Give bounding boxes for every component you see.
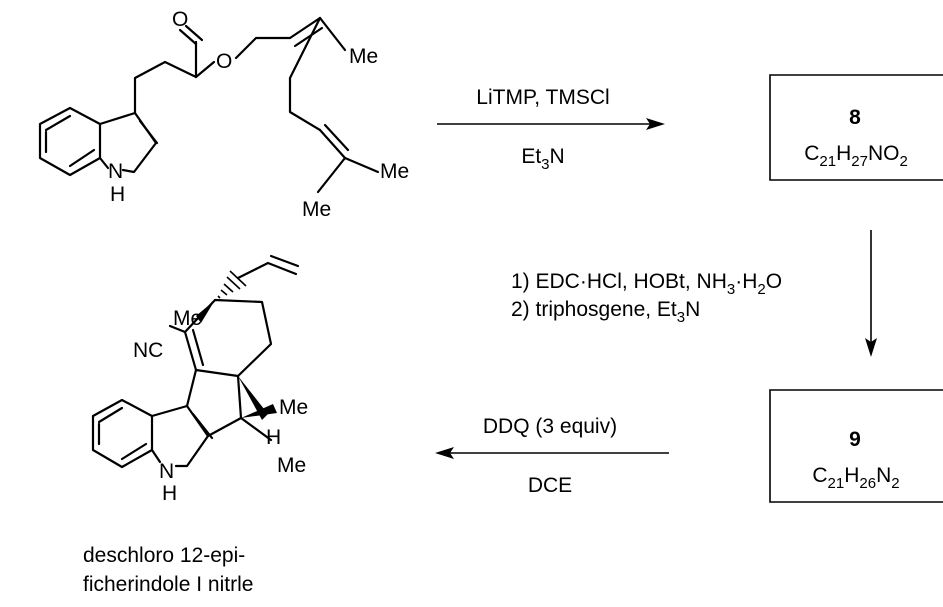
step3-reagent-top: DDQ (3 equiv): [483, 415, 617, 438]
vinyl-hash-wedge: [217, 270, 247, 299]
sm-methyl-upper: Me: [349, 45, 378, 68]
product-methyl-upper: Me: [279, 396, 308, 419]
product-indole-nitrogen: N: [159, 460, 174, 483]
step2-reagent-line1: 1) EDC·HCl, HOBt, NH3·H2O: [511, 270, 782, 298]
step2-arrow: [865, 230, 877, 357]
compound8-box: [769, 74, 943, 181]
compound8-formula: C21H27NO2: [804, 142, 908, 170]
sm-methyl-lower: Me: [302, 198, 331, 221]
product-name-line1: deschloro 12-epi-: [83, 544, 245, 567]
step1-reagent-bottom: Et3N: [521, 145, 564, 173]
step1-reagent-top: LiTMP, TMSCl: [476, 86, 609, 109]
compound9-formula: C21H26N2: [812, 464, 899, 492]
product-ring-hydrogen: H: [266, 426, 281, 449]
product-methyl-top: Me: [173, 307, 202, 330]
product-name-line2: ficherindole I nitrle: [83, 573, 253, 596]
sm-carbonyl-oxygen: O: [172, 8, 188, 31]
compound9-box: [769, 389, 943, 503]
starting-material-structure: [38, 16, 380, 194]
compound9-label: 9: [849, 428, 861, 451]
product-methyl-lower: Me: [277, 454, 306, 477]
product-indole-hydrogen: H: [162, 482, 177, 505]
compound8-label: 8: [849, 106, 861, 129]
sm-indole-nitrogen: N: [108, 160, 123, 183]
sm-indole-hydrogen: H: [110, 183, 125, 206]
product-structure: [91, 254, 300, 469]
step1-arrow: [437, 118, 665, 130]
product-nitrile: NC: [133, 339, 163, 362]
sm-ester-oxygen: O: [216, 50, 232, 73]
step3-reagent-bottom: DCE: [528, 474, 572, 497]
step2-reagent-line2: 2) triphosgene, Et3N: [511, 298, 700, 326]
step3-arrow: [435, 447, 669, 459]
sm-methyl-right: Me: [380, 160, 409, 183]
